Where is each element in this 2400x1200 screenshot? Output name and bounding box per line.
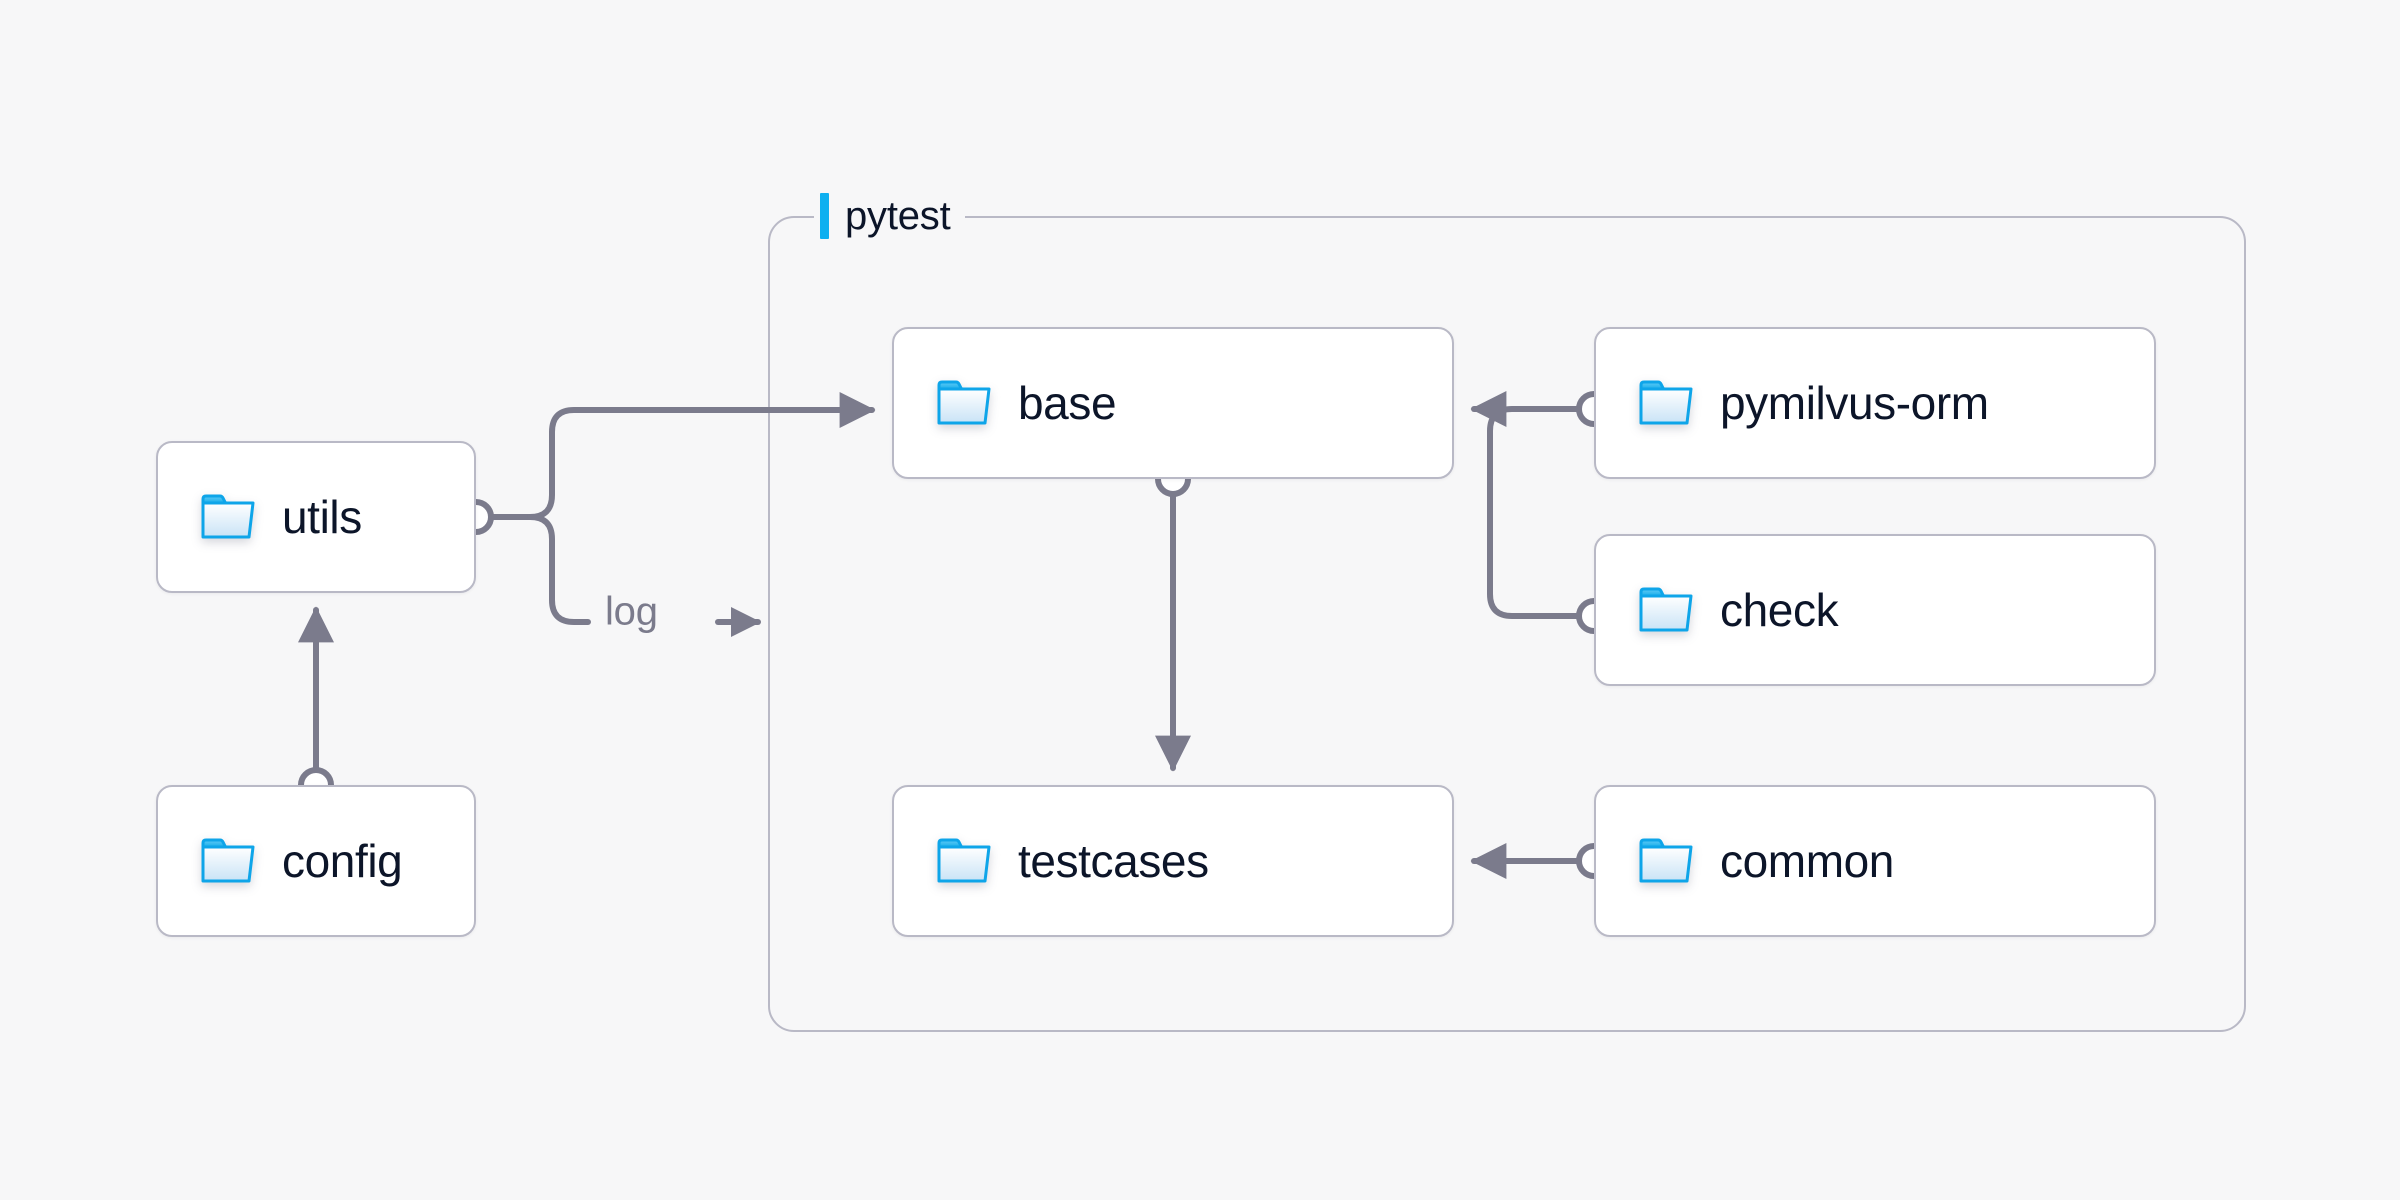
node-pymilvus-orm[interactable]: pymilvus-orm	[1594, 327, 2156, 479]
edge-utils-to-log	[527, 514, 591, 625]
folder-icon	[937, 838, 991, 883]
node-config[interactable]: config	[156, 785, 476, 937]
node-content: testcases	[894, 834, 1209, 888]
group-pytest[interactable]	[768, 216, 2246, 1032]
folder-icon	[201, 838, 255, 883]
node-content: check	[1596, 583, 1839, 637]
node-label: pymilvus-orm	[1720, 377, 1989, 429]
folder-icon	[1638, 587, 1694, 633]
node-content: config	[158, 834, 403, 888]
node-check[interactable]: check	[1594, 534, 2156, 686]
node-label: base	[1018, 377, 1117, 429]
folder-icon	[1639, 838, 1693, 883]
node-content: pymilvus-orm	[1596, 376, 1989, 430]
folder-icon	[1639, 380, 1693, 425]
edge-label-log: log	[605, 589, 658, 634]
node-utils[interactable]: utils	[156, 441, 476, 593]
node-content: utils	[158, 490, 362, 544]
node-content: base	[894, 376, 1117, 430]
group-accent-bar	[820, 193, 829, 239]
folder-icon	[1638, 838, 1694, 884]
folder-icon	[936, 380, 992, 426]
node-label: config	[282, 835, 403, 887]
folder-icon	[936, 838, 992, 884]
node-label: common	[1720, 835, 1894, 887]
folder-icon	[200, 494, 256, 540]
node-testcases[interactable]: testcases	[892, 785, 1454, 937]
folder-icon	[1638, 380, 1694, 426]
node-label: testcases	[1018, 835, 1209, 887]
node-label: check	[1720, 584, 1839, 636]
group-title-text: pytest	[845, 193, 951, 238]
folder-icon	[1639, 587, 1693, 632]
group-pytest-label: pytest	[814, 188, 965, 244]
node-base[interactable]: base	[892, 327, 1454, 479]
folder-icon	[937, 380, 991, 425]
node-content: common	[1596, 834, 1894, 888]
node-common[interactable]: common	[1594, 785, 2156, 937]
folder-icon	[201, 494, 255, 539]
folder-icon	[200, 838, 256, 884]
node-label: utils	[282, 491, 362, 543]
